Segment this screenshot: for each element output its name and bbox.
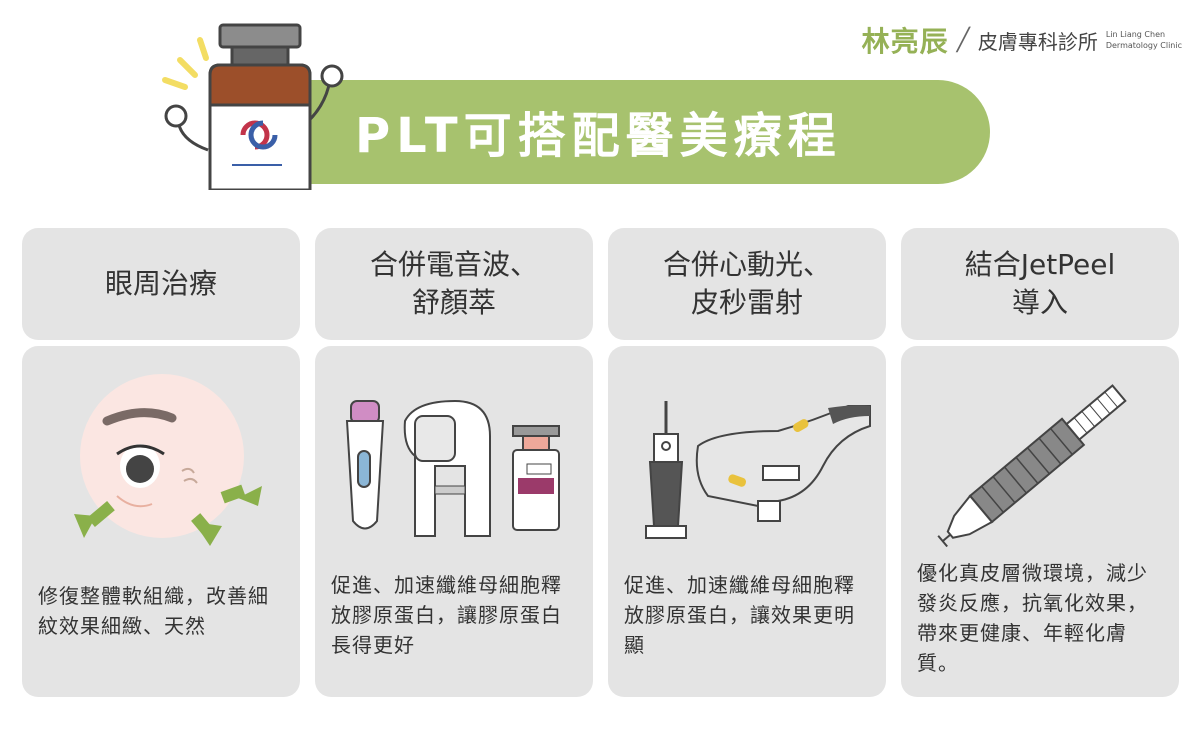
brand-name: 林亮辰 [861, 25, 949, 58]
card-heading-line: 合併心動光、 [662, 248, 831, 281]
card-heading: 結合JetPeel 導入 [901, 228, 1179, 340]
eye-area-face-icon [74, 374, 262, 546]
card-laser-combo: 合併心動光、 皮秒雷射 促進、加速纖維母細胞釋放膠原蛋白，讓效果更明顯 [608, 228, 886, 697]
brand-english-line2: Dermatology Clinic [1105, 41, 1182, 50]
card-body: 優化真皮層微環境，減少發炎反應，抗氧化效果，帶來更健康、年輕化膚質。 [901, 346, 1179, 697]
card-description: 修復整體軟組織，改善細紋效果細緻、天然 [38, 584, 269, 638]
rf-device-icon [345, 399, 560, 537]
card-heading: 眼周治療 [22, 228, 300, 340]
brand-clinic: 皮膚專科診所 [977, 29, 1098, 54]
card-heading: 合併心動光、 皮秒雷射 [608, 228, 886, 340]
card-heading-line: 導入 [1011, 286, 1068, 319]
card-body: 促進、加速纖維母細胞釋放膠原蛋白，讓膠原蛋白長得更好 [315, 346, 593, 697]
card-jetpeel: 結合JetPeel 導入 [901, 228, 1179, 697]
brand-separator: ╱ [956, 27, 970, 53]
card-body: 促進、加速纖維母細胞釋放膠原蛋白，讓效果更明顯 [608, 346, 886, 697]
title-banner [230, 80, 990, 184]
card-heading-line: 結合JetPeel [964, 248, 1116, 281]
card-description: 促進、加速纖維母細胞釋放膠原蛋白，讓效果更明顯 [624, 573, 855, 657]
card-body: 修復整體軟組織，改善細紋效果細緻、天然 [22, 346, 300, 697]
card-description: 促進、加速纖維母細胞釋放膠原蛋白，讓膠原蛋白長得更好 [331, 573, 562, 657]
jetpeel-nozzle-icon [937, 384, 1127, 548]
card-description: 優化真皮層微環境，減少發炎反應，抗氧化效果，帶來更健康、年輕化膚質。 [917, 561, 1148, 675]
card-heading-line: 皮秒雷射 [690, 286, 803, 319]
mascot-bottle-icon [162, 23, 344, 190]
page-title: PLT可搭配醫美療程 [355, 108, 842, 164]
card-eye-area: 眼周治療 修復整體軟組織，改善細紋效果細緻、天然 [22, 228, 300, 697]
card-heading-line: 眼周治療 [104, 267, 217, 300]
brand-english-line1: Lin Liang Chen [1105, 30, 1166, 39]
brand-english: Lin Liang Chen Dermatology Clinic [1106, 29, 1182, 51]
card-heading: 合併電音波、 舒顏萃 [315, 228, 593, 340]
brand-header: 林亮辰 ╱ 皮膚專科診所 Lin Liang Chen Dermatology … [862, 20, 1182, 60]
card-heading-line: 合併電音波、 [369, 248, 538, 281]
card-rf-combo: 合併電音波、 舒顏萃 促進、加速纖維母細胞釋放膠原蛋白，讓膠原蛋白長得更好 [315, 228, 593, 697]
laser-device-icon [645, 401, 871, 539]
card-heading-line: 舒顏萃 [411, 286, 496, 319]
